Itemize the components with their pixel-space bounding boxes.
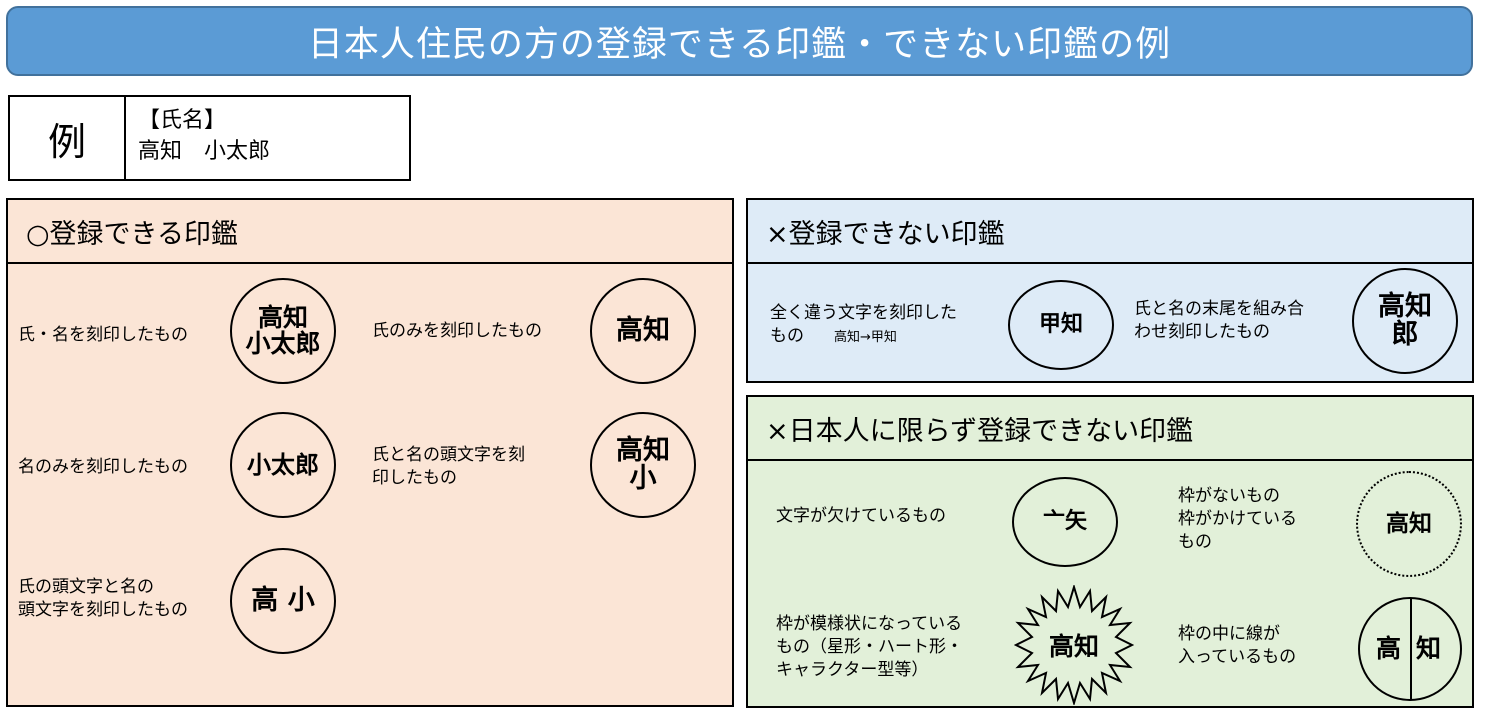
ng-item-label: 氏と名の末尾を組み合 わせ刻印したもの bbox=[1134, 299, 1304, 342]
registrable-seals-header: ○登録できる印鑑 bbox=[8, 200, 732, 264]
registrable-seals-panel: ○登録できる印鑑 氏・名を刻印したもの 高知 小太郎 氏のみを刻印したもの 高知… bbox=[6, 198, 734, 707]
seal-text: 甲知 bbox=[1038, 311, 1083, 338]
seal-no-frame: 高知 bbox=[1356, 471, 1462, 577]
ok-item-label: 氏と名の頭文字を刻 印したもの bbox=[372, 445, 525, 488]
seal-text: 高知 bbox=[1048, 632, 1099, 661]
never-registrable-seals-header: ×日本人に限らず登録できない印鑑 bbox=[748, 397, 1472, 461]
seal-initials: 高 小 bbox=[230, 548, 336, 654]
seal-text: 高知 bbox=[257, 302, 308, 332]
example-name-heading: 【氏名】 bbox=[138, 108, 227, 133]
page-title-banner: 日本人住民の方の登録できる印鑑・できない印鑑の例 bbox=[6, 6, 1473, 76]
seal-mixed-name: 高知 郎 bbox=[1352, 268, 1458, 374]
seal-text: 知 bbox=[1416, 633, 1442, 663]
seal-text: 高 小 bbox=[251, 584, 315, 616]
seal-text: 高 bbox=[1376, 633, 1402, 663]
seal-missing-characters: 亠矢 bbox=[1012, 477, 1118, 567]
seal-text: 高知 bbox=[616, 434, 670, 466]
example-label: 例 bbox=[10, 97, 126, 179]
seal-surname: 高知 bbox=[590, 278, 696, 384]
seal-givenname: 小太郎 bbox=[230, 412, 336, 518]
seal-different-characters: 甲知 bbox=[1008, 280, 1114, 370]
ok-item-label: 名のみを刻印したもの bbox=[18, 457, 188, 477]
non-registrable-seals-header: ×登録できない印鑑 bbox=[748, 200, 1472, 264]
seal-text: 小 bbox=[629, 463, 657, 494]
never-registrable-seals-panel: ×日本人に限らず登録できない印鑑 文字が欠けているもの 亠矢 枠がないもの 枠が… bbox=[746, 395, 1474, 708]
ng-all-item-label: 枠の中に線が 入っているもの bbox=[1178, 624, 1297, 667]
seal-text: 高知 bbox=[616, 314, 670, 346]
seal-fullname: 高知 小太郎 bbox=[230, 278, 336, 384]
seal-text: 郎 bbox=[1391, 319, 1419, 350]
seal-text: 小太郎 bbox=[247, 450, 319, 480]
ng-all-item-label: 文字が欠けているもの bbox=[776, 506, 946, 526]
example-box: 例 【氏名】 高知 小太郎 bbox=[8, 95, 411, 181]
seal-text: 亠矢 bbox=[1042, 508, 1087, 535]
ng-item-label: 全く違う文字を刻印した もの高知→甲知 bbox=[770, 303, 957, 346]
seal-text: 高知 bbox=[1386, 509, 1432, 537]
seal-text: 小太郎 bbox=[245, 329, 321, 358]
page-title: 日本人住民の方の登録できる印鑑・できない印鑑の例 bbox=[307, 24, 1172, 65]
seal-star-frame: 高知 bbox=[1013, 583, 1135, 707]
ng-all-item-label: 枠が模様状になっている もの（星形・ハート形・ キャラクター型等） bbox=[776, 614, 963, 680]
seal-surname-initial: 高知 小 bbox=[590, 412, 696, 518]
example-name-value: 高知 小太郎 bbox=[138, 139, 271, 164]
example-text: 【氏名】 高知 小太郎 bbox=[126, 97, 270, 179]
seal-line-inside: 高 知 bbox=[1358, 597, 1462, 701]
seal-text: 高知 bbox=[1378, 290, 1432, 322]
divider-line bbox=[1410, 599, 1412, 699]
ok-item-label: 氏のみを刻印したもの bbox=[372, 321, 542, 341]
starburst-frame-icon bbox=[1013, 583, 1135, 707]
ok-item-label: 氏・名を刻印したもの bbox=[18, 325, 188, 345]
ng-all-item-label: 枠がないもの 枠がかけている もの bbox=[1178, 486, 1297, 552]
ok-item-label: 氏の頭文字と名の 頭文字を刻印したもの bbox=[18, 577, 188, 620]
non-registrable-seals-panel: ×登録できない印鑑 全く違う文字を刻印した もの高知→甲知 甲知 氏と名の末尾を… bbox=[746, 198, 1474, 383]
ng-item-note: 高知→甲知 bbox=[834, 330, 897, 345]
